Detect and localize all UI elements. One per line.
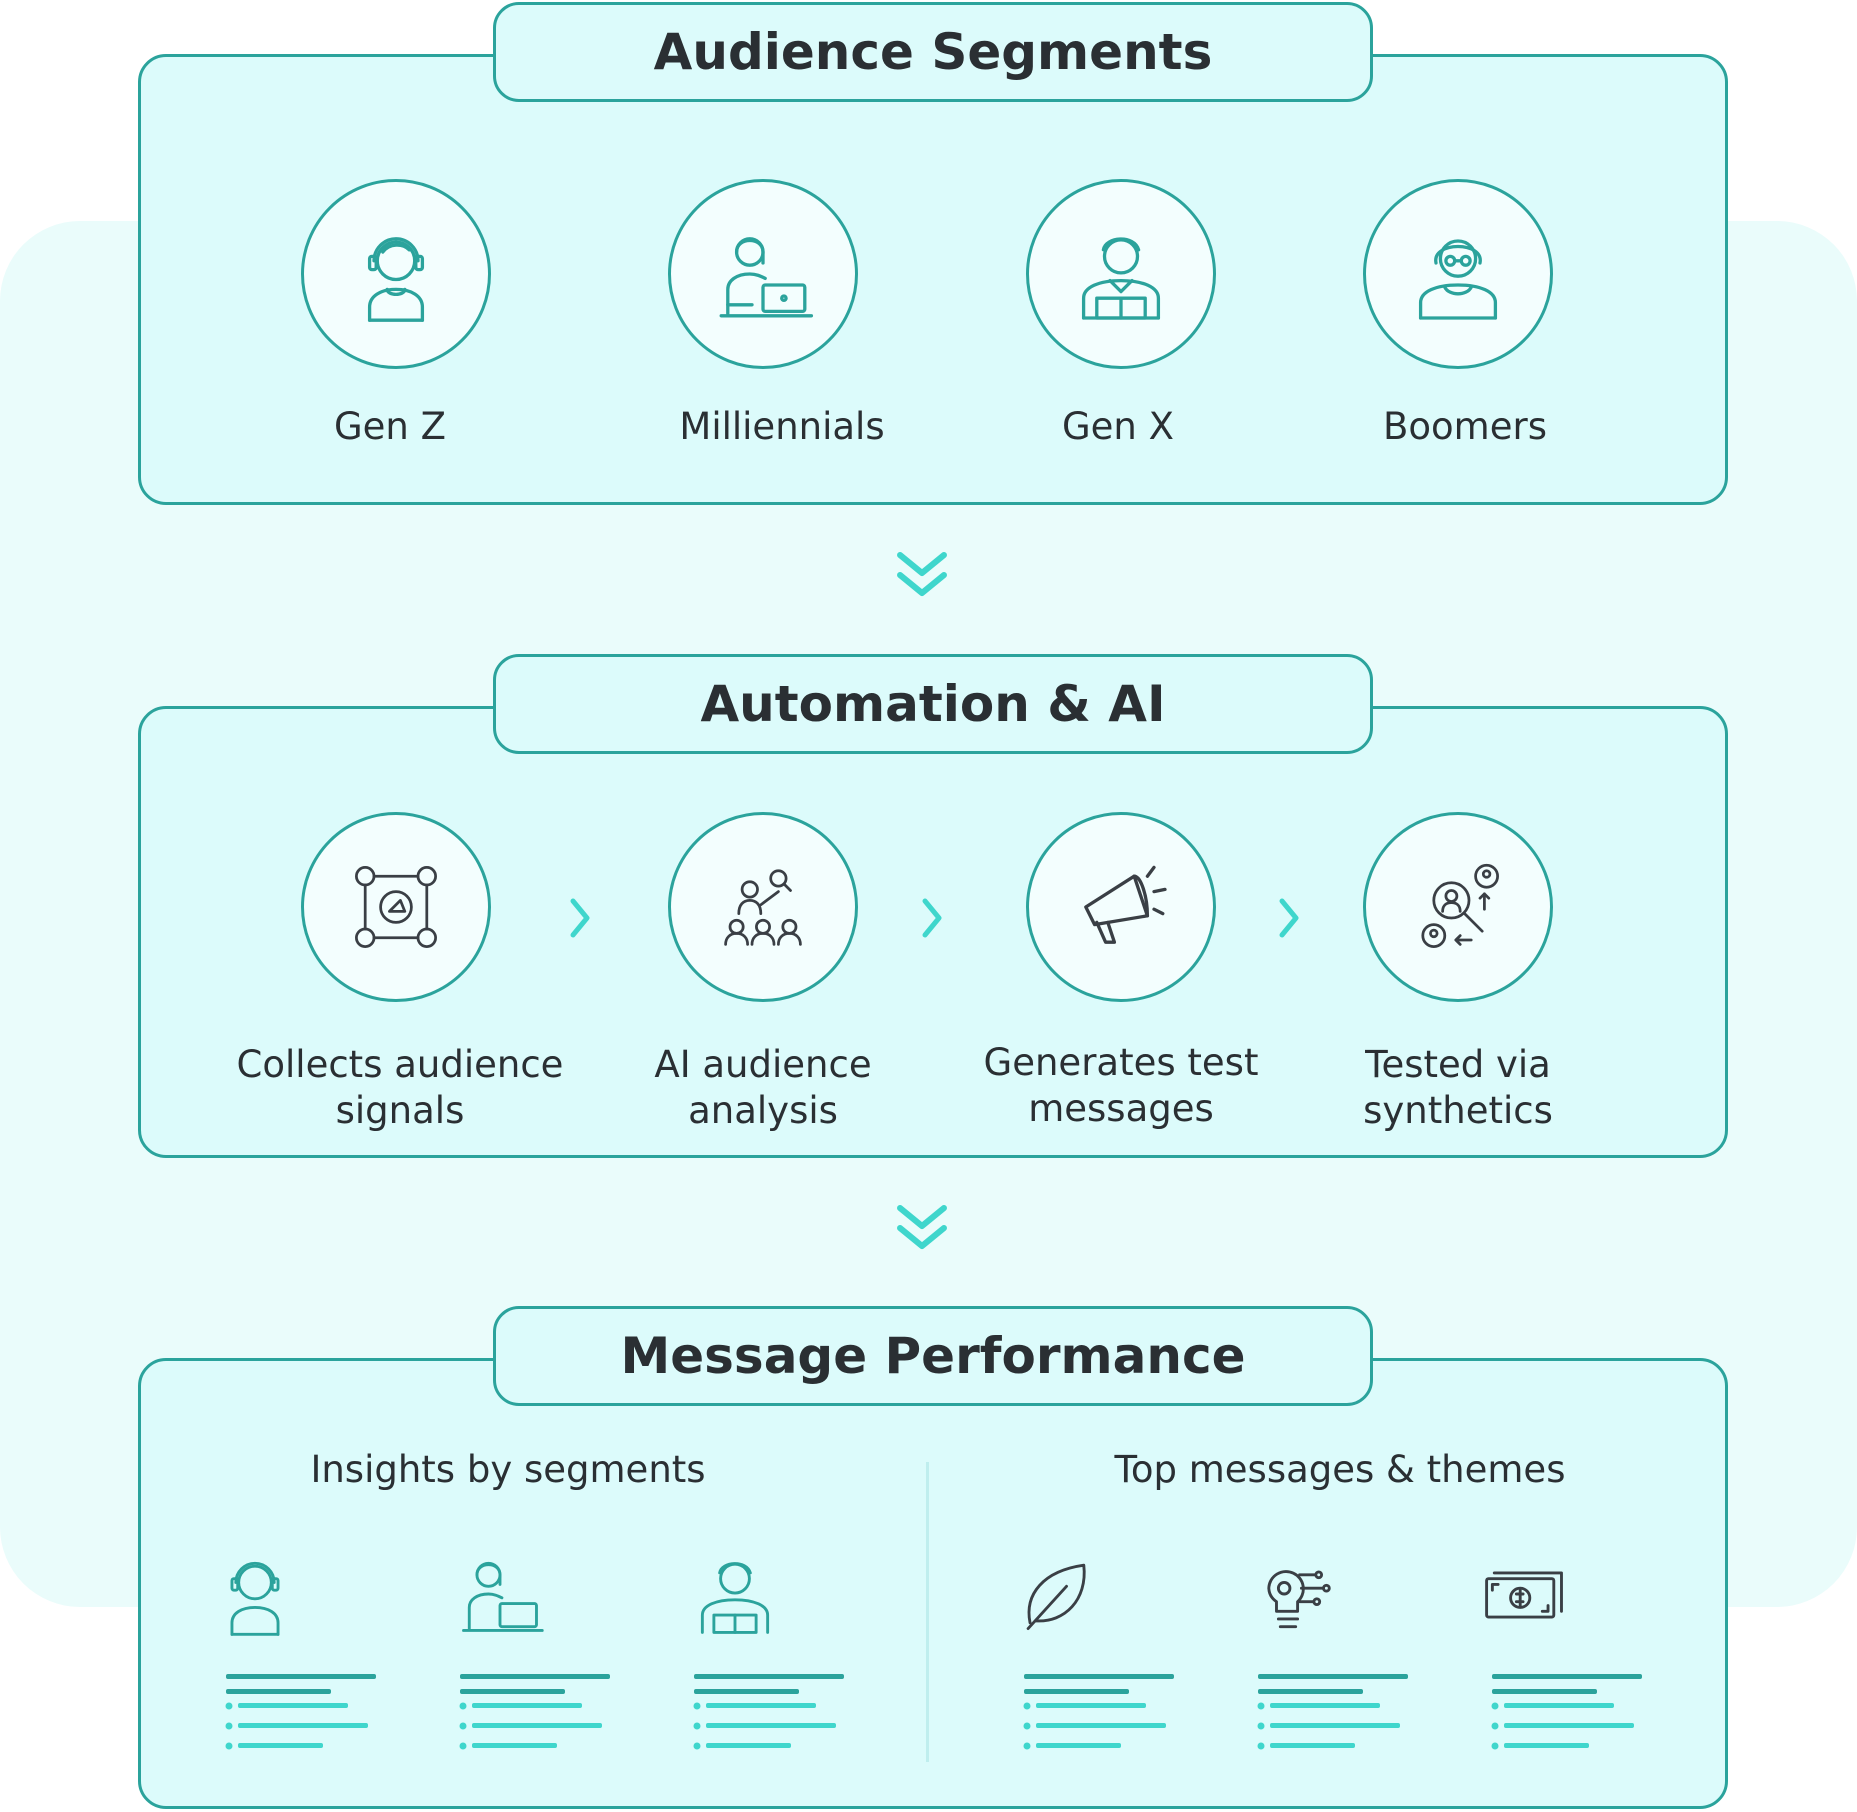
message-performance-panel	[138, 1358, 1728, 1809]
generates-messages-node	[1026, 812, 1216, 1002]
boomer-person-glasses-icon	[1418, 239, 1498, 320]
top-messages-heading: Top messages & themes	[1114, 1448, 1566, 1491]
lightbulb-gear-icon	[1267, 1570, 1331, 1629]
money-bill-icon	[1485, 1571, 1563, 1619]
insight-bars-gen-z	[225, 1674, 376, 1750]
audience-network-megaphone-icon	[355, 866, 437, 948]
gen-z-person-headphones-icon	[367, 237, 425, 322]
audience-analysis-icon	[724, 869, 802, 946]
millennial-person-laptop-icon	[462, 1561, 544, 1632]
generates-messages-label: Generates test messages	[983, 1041, 1259, 1130]
synthetic-users-search-icon	[1421, 863, 1499, 948]
gen-x-label: Gen X	[1062, 405, 1174, 448]
theme-bars-money	[1491, 1674, 1642, 1750]
audience-segments-title: Audience Segments	[493, 2, 1373, 102]
step-arrow-icon	[1279, 898, 1299, 938]
tested-synthetics-node	[1363, 812, 1553, 1002]
boomers-node	[1363, 179, 1553, 369]
insight-bars-millennials	[459, 1674, 610, 1750]
theme-bars-idea	[1257, 1674, 1408, 1750]
insights-heading: Insights by segments	[310, 1448, 706, 1491]
gen-x-person-book-icon	[1081, 237, 1161, 320]
leaf-icon	[1026, 1563, 1086, 1630]
megaphone-icon	[1084, 865, 1167, 944]
millennials-node	[668, 179, 858, 369]
ai-analysis-label: AI audience analysis	[654, 1043, 872, 1132]
collects-signals-node	[301, 812, 491, 1002]
down-chevron-icon	[897, 552, 947, 596]
message-performance-title: Message Performance	[493, 1306, 1373, 1406]
boomers-label: Boomers	[1383, 405, 1547, 448]
gen-z-node	[301, 179, 491, 369]
step-arrow-icon	[922, 898, 942, 938]
step-arrow-icon	[570, 898, 590, 938]
gen-z-person-headphones-icon	[230, 1561, 280, 1636]
ai-analysis-node	[668, 812, 858, 1002]
section-divider	[926, 1462, 929, 1762]
gen-z-label: Gen Z	[334, 405, 446, 448]
collects-signals-label: Collects audience signals	[236, 1043, 564, 1132]
insight-bars-gen-x	[693, 1674, 844, 1750]
tested-synthetics-label: Tested via synthetics	[1363, 1043, 1553, 1132]
down-chevron-icon	[897, 1205, 947, 1249]
theme-bars-leaf	[1023, 1674, 1174, 1750]
millennial-person-laptop-icon	[719, 237, 814, 318]
gen-x-person-book-icon	[700, 1562, 770, 1634]
gen-x-node	[1026, 179, 1216, 369]
automation-ai-title: Automation & AI	[493, 654, 1373, 754]
millennials-label: Milliennials	[679, 405, 885, 448]
